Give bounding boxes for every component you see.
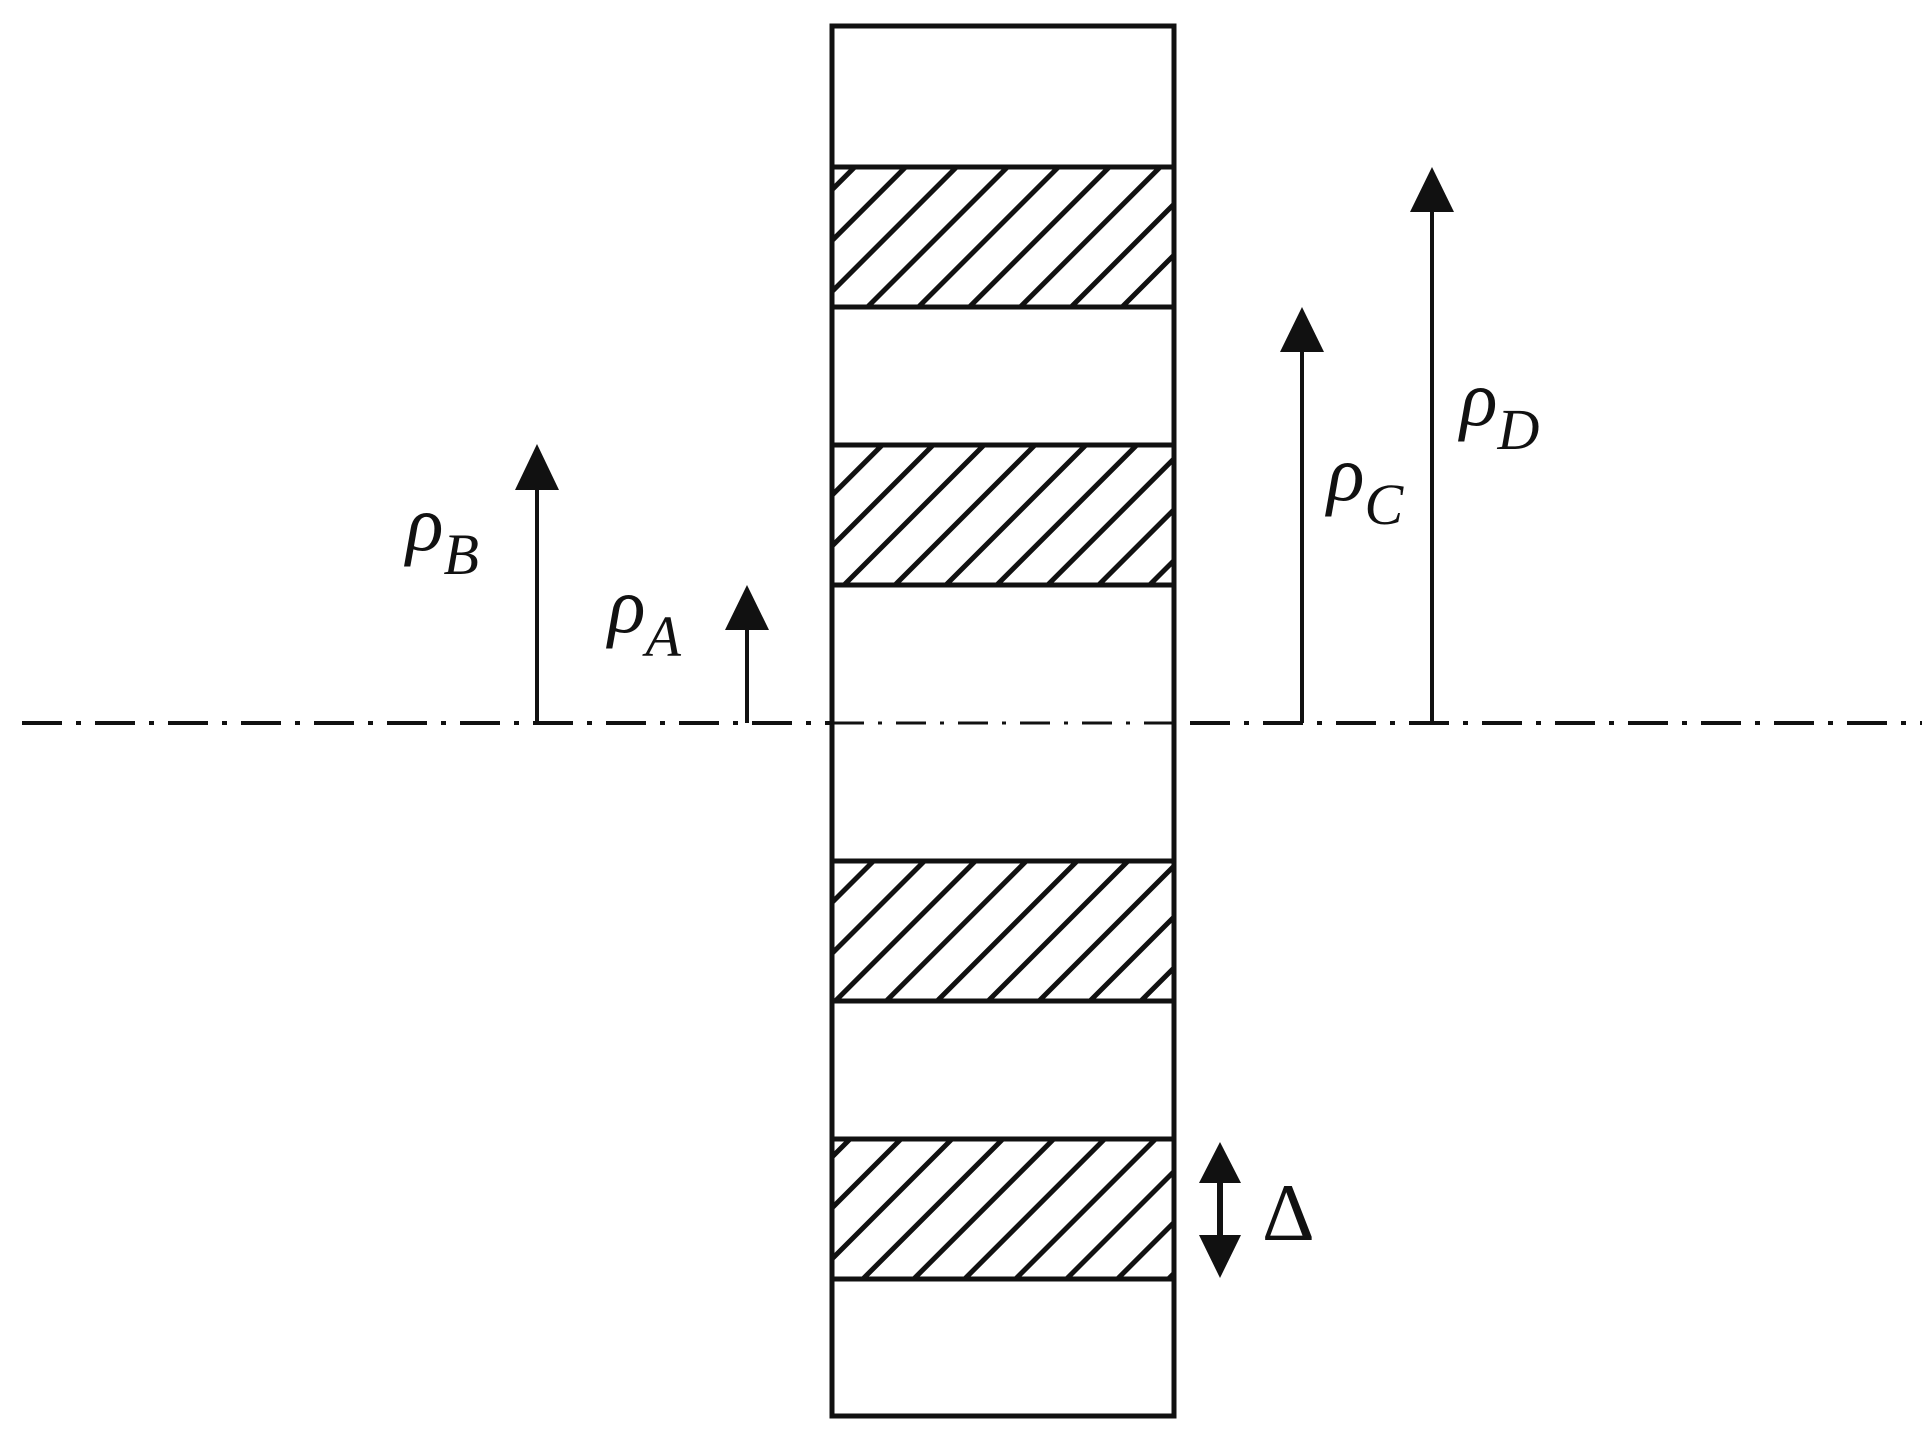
- delta-label: Δ: [1262, 1167, 1315, 1258]
- rho-c-label: ρC: [1325, 430, 1404, 537]
- rho-d-arrow: [1410, 167, 1454, 723]
- hatched-zone-4: [832, 1136, 1174, 1282]
- rho-a-label: ρA: [606, 562, 681, 669]
- rho-b-arrow: [515, 444, 559, 723]
- hatched-zone-3: [832, 858, 1174, 1004]
- rho-a-arrow: [725, 585, 769, 723]
- delta-double-arrow: [1199, 1142, 1241, 1278]
- hatched-zone-2: [832, 442, 1174, 588]
- rho-d-label: ρD: [1458, 355, 1539, 462]
- hatched-zones: [832, 164, 1174, 1282]
- rho-b-label: ρB: [404, 480, 479, 587]
- rho-c-arrow: [1280, 307, 1324, 723]
- hatched-zone-1: [832, 164, 1174, 310]
- grating-column-outline: [829, 23, 1177, 1419]
